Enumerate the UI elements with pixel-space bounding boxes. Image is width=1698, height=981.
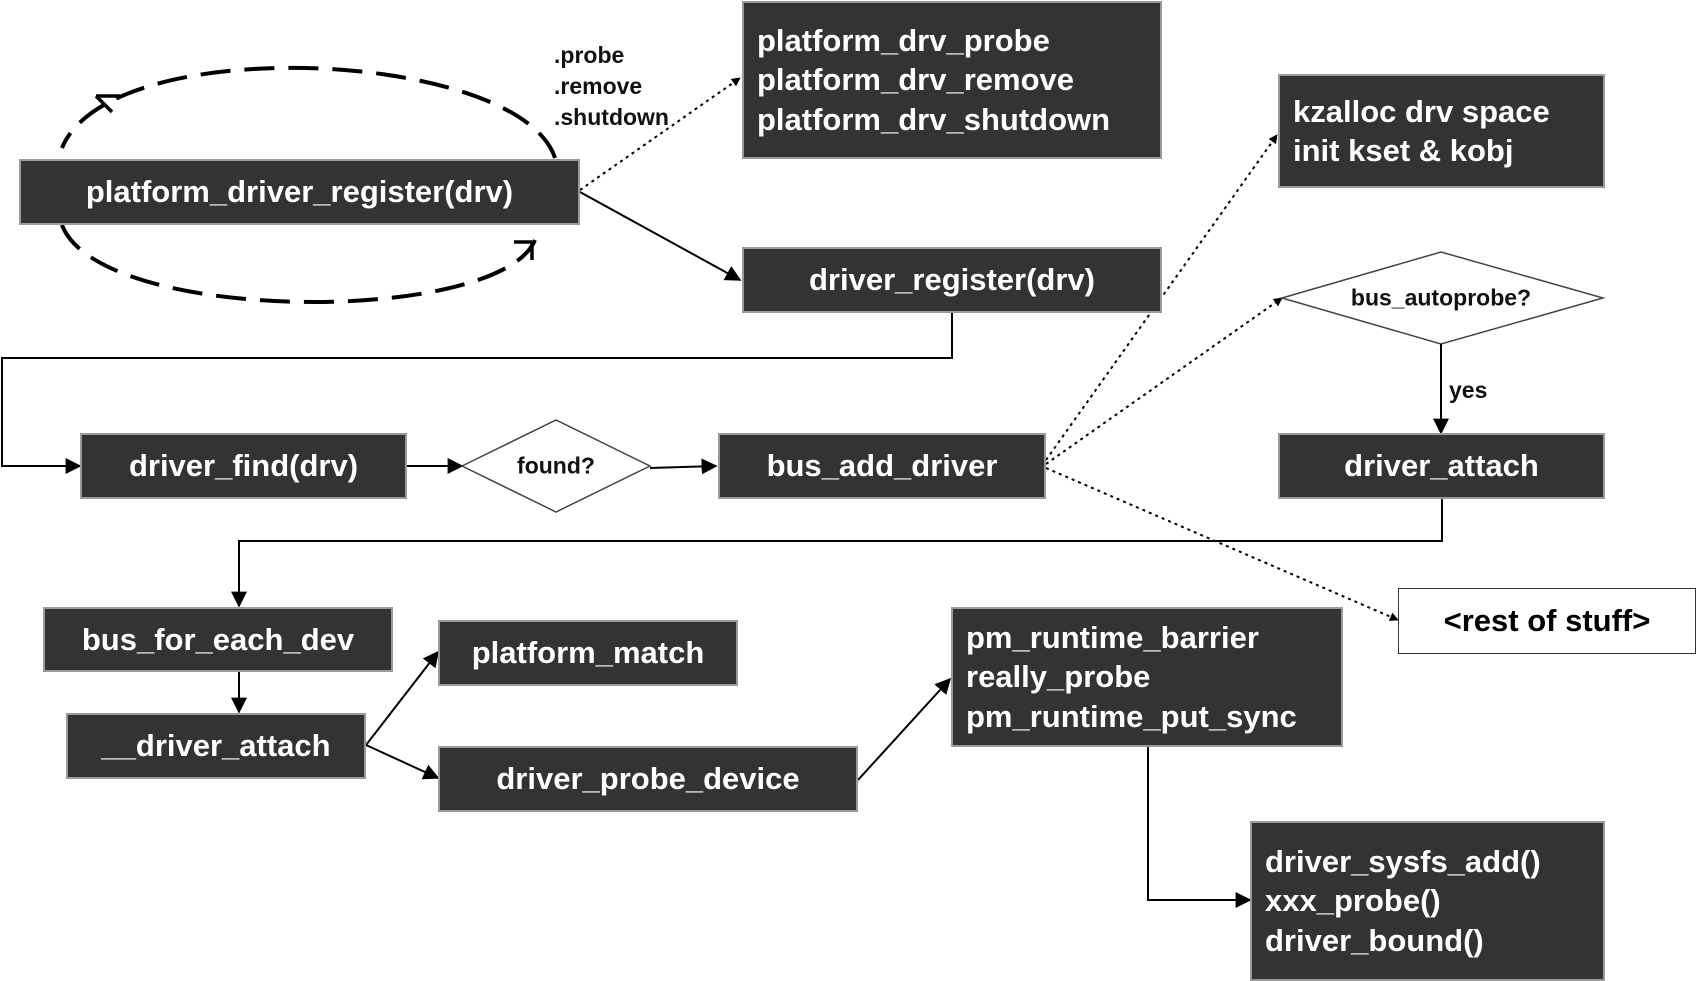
rest-of-stuff-text: <rest of stuff> (1443, 603, 1651, 638)
platform-match-text: platform_match (471, 635, 705, 670)
platform-match-box: platform_match (438, 620, 738, 686)
pm-runtime-box: pm_runtime_barrier really_probe pm_runti… (951, 607, 1343, 747)
arrow-driver-register-to-find (1, 311, 953, 474)
ops-fields-label: .probe .remove .shutdown (554, 40, 669, 133)
driver-register-box: driver_register(drv) (742, 247, 1162, 313)
bus-autoprobe-decision (1279, 251, 1606, 345)
driver-find-text: driver_find(drv) (128, 448, 359, 483)
pm-runtime-put-sync-text: pm_runtime_put_sync (966, 698, 1297, 734)
driver-sysfs-add-text: driver_sysfs_add() (1265, 843, 1541, 879)
platform-drv-remove-text: platform_drv_remove (757, 62, 1075, 98)
driver-probe-device-box: driver_probe_device (438, 746, 858, 812)
driver-register-text: driver_register(drv) (808, 262, 1095, 297)
bus-for-each-dev-text: bus_for_each_dev (81, 621, 355, 657)
driver-probe-device-text: driver_probe_device (496, 761, 800, 796)
kzalloc-text: kzalloc drv space (1293, 93, 1550, 129)
bus-add-driver-text: bus_add_driver (766, 448, 998, 483)
arrow-found-to-bus-add (649, 458, 718, 475)
dotted-arrow-to-autoprobe (1045, 297, 1283, 465)
found-decision (460, 419, 652, 513)
found-decision-text: found? (517, 452, 595, 479)
yes-label: yes (1449, 377, 1488, 403)
dashed-loop-bottom-arrowhead (514, 240, 534, 260)
driver-bound-text: driver_bound() (1265, 922, 1484, 958)
platform-drv-shutdown-text: platform_drv_shutdown (757, 101, 1111, 137)
dashed-loop-top (60, 65, 557, 159)
driver-attach-internal-text: __driver_attach (101, 728, 331, 763)
bus-autoprobe-text: bus_autoprobe? (1350, 284, 1532, 311)
dashed-loop-top-arrowhead (94, 94, 120, 114)
arrow-attach-to-bus-for-each (231, 498, 1443, 608)
xxx-probe-text: xxx_probe() (1265, 883, 1441, 919)
driver-attach-text: driver_attach (1344, 448, 1539, 483)
sysfs-box: driver_sysfs_add() xxx_probe() driver_bo… (1250, 821, 1605, 981)
driver-attach-internal-box: __driver_attach (66, 713, 366, 779)
arrow-pm-runtime-to-sysfs (1147, 746, 1252, 908)
rest-of-stuff-box: <rest of stuff> (1398, 588, 1696, 654)
shutdown-field-label: .shutdown (554, 104, 669, 130)
arrow-to-driver-probe-device (365, 744, 440, 780)
dashed-loop-bottom (60, 224, 537, 304)
bus-add-driver-box: bus_add_driver (718, 433, 1046, 499)
really-probe-text: really_probe (966, 659, 1151, 695)
platform-ops-box: platform_drv_probe platform_drv_remove p… (742, 1, 1162, 159)
pm-runtime-barrier-text: pm_runtime_barrier (966, 619, 1259, 655)
init-kset-text: init kset & kobj (1293, 133, 1514, 168)
platform-drv-probe-text: platform_drv_probe (757, 22, 1050, 58)
driver-find-box: driver_find(drv) (80, 433, 407, 499)
platform-driver-register-box: platform_driver_register(drv) (19, 159, 580, 225)
arrow-to-platform-match (365, 650, 439, 746)
arrow-to-pm-runtime (857, 677, 952, 781)
probe-field-label: .probe (554, 42, 625, 68)
platform-driver-register-text: platform_driver_register(drv) (85, 174, 514, 209)
driver-attach-box: driver_attach (1278, 433, 1605, 499)
dotted-arrow-to-platform-ops (579, 77, 741, 191)
kzalloc-box: kzalloc drv space init kset & kobj (1278, 74, 1605, 188)
dotted-arrow-to-rest (1045, 467, 1399, 621)
bus-for-each-dev-box: bus_for_each_dev (43, 607, 393, 672)
arrow-to-driver-register (579, 191, 742, 281)
remove-field-label: .remove (554, 73, 643, 99)
